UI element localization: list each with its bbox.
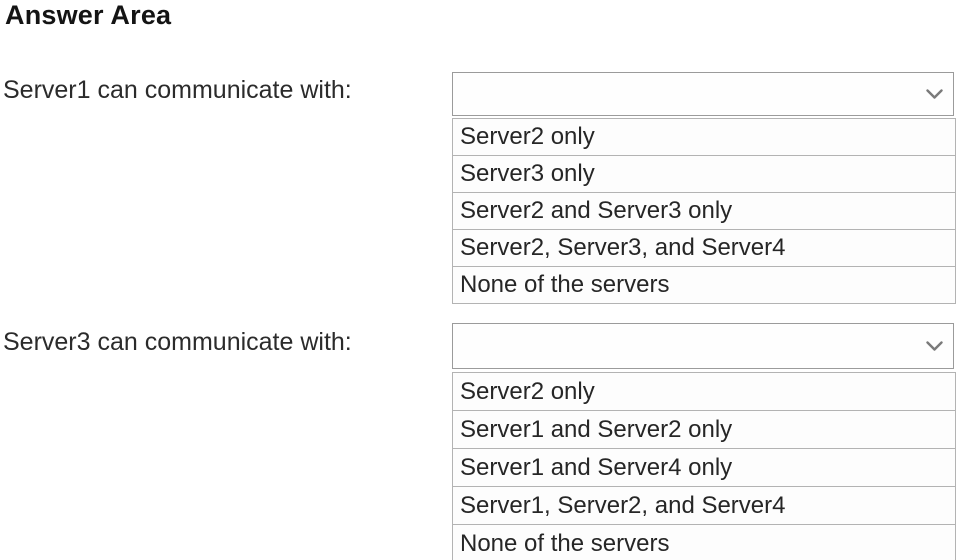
dropdown-server1-options: Server2 only Server3 only Server2 and Se…	[452, 118, 956, 304]
page-title: Answer Area	[5, 0, 172, 30]
dropdown-server1[interactable]	[452, 72, 954, 116]
chevron-down-icon	[919, 340, 949, 352]
dropdown-server3[interactable]	[452, 323, 954, 369]
dropdown-option[interactable]: Server2 only	[452, 118, 956, 156]
dropdown-option[interactable]: Server2 and Server3 only	[452, 192, 956, 230]
question-label-server1: Server1 can communicate with:	[3, 76, 352, 104]
dropdown-option[interactable]: Server1, Server2, and Server4	[452, 486, 956, 525]
dropdown-option[interactable]: Server3 only	[452, 155, 956, 193]
chevron-down-icon	[919, 88, 949, 100]
dropdown-option[interactable]: Server2, Server3, and Server4	[452, 229, 956, 267]
dropdown-option[interactable]: Server2 only	[452, 372, 956, 411]
dropdown-option[interactable]: Server1 and Server4 only	[452, 448, 956, 487]
dropdown-option[interactable]: Server1 and Server2 only	[452, 410, 956, 449]
question-label-server3: Server3 can communicate with:	[3, 328, 352, 356]
dropdown-option[interactable]: None of the servers	[452, 266, 956, 304]
dropdown-server3-options: Server2 only Server1 and Server2 only Se…	[452, 372, 956, 560]
dropdown-option[interactable]: None of the servers	[452, 524, 956, 560]
